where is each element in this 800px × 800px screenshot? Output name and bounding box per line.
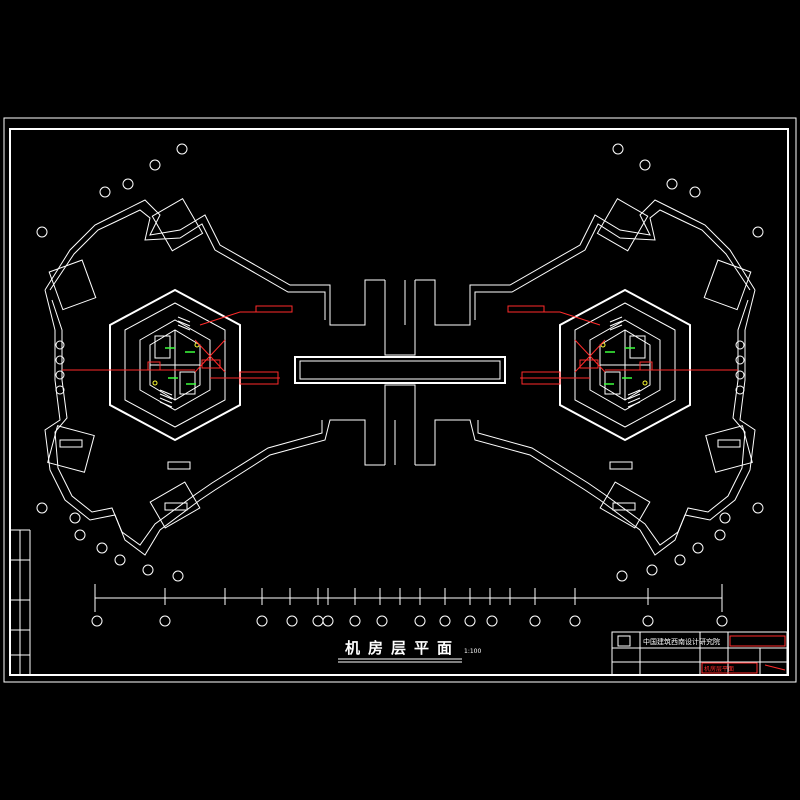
drawing-name-red: 机房层平面 — [704, 665, 734, 673]
drawing-scale: 1:100 — [464, 648, 481, 655]
outer-frame — [3, 117, 797, 683]
right-wing-plan — [415, 143, 764, 582]
left-wing-plan — [36, 143, 385, 582]
dimension-line — [91, 584, 728, 627]
binding-strip — [10, 529, 31, 675]
inner-frame — [9, 128, 789, 676]
drawing-title: 机房层平面 — [345, 639, 460, 657]
company-name: 中国建筑西南设计研究院 — [643, 637, 720, 646]
center-connector — [294, 280, 506, 465]
title-block — [611, 631, 788, 676]
